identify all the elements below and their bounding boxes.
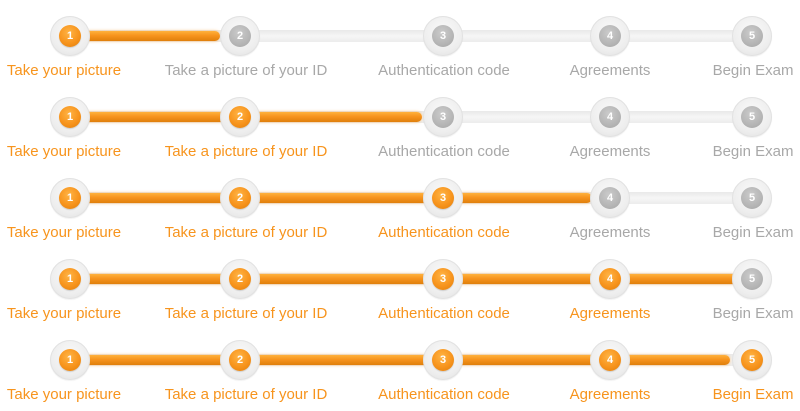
- step-4-label: Agreements: [569, 386, 651, 403]
- step-2-label: Take a picture of your ID: [164, 386, 328, 403]
- step-4-marker[interactable]: 4: [590, 340, 630, 380]
- step-5-marker[interactable]: 5: [732, 16, 772, 56]
- step-3-marker[interactable]: 3: [423, 340, 463, 380]
- step-1-label: Take your picture: [6, 386, 122, 403]
- step-number: 4: [599, 106, 621, 128]
- step-5-label: Begin Exam: [712, 386, 794, 403]
- step-number: 5: [741, 349, 763, 371]
- step-1-label: Take your picture: [6, 62, 122, 79]
- progress-fill: [70, 274, 738, 284]
- step-5-label: Begin Exam: [712, 305, 794, 322]
- step-2-label: Take a picture of your ID: [164, 143, 328, 160]
- step-number: 4: [599, 349, 621, 371]
- step-4-marker[interactable]: 4: [590, 259, 630, 299]
- step-5-label: Begin Exam: [712, 143, 794, 160]
- step-4-label: Agreements: [569, 143, 651, 160]
- step-5-marker[interactable]: 5: [732, 340, 772, 380]
- step-2-marker[interactable]: 2: [220, 16, 260, 56]
- step-5-marker[interactable]: 5: [732, 259, 772, 299]
- step-1-marker[interactable]: 1: [50, 97, 90, 137]
- step-3-marker[interactable]: 3: [423, 97, 463, 137]
- step-5-marker[interactable]: 5: [732, 178, 772, 218]
- step-4-label: Agreements: [569, 305, 651, 322]
- step-number: 4: [599, 25, 621, 47]
- step-3-label: Authentication code: [378, 386, 510, 403]
- step-3-marker[interactable]: 3: [423, 178, 463, 218]
- step-1-label: Take your picture: [6, 305, 122, 322]
- step-4-marker[interactable]: 4: [590, 16, 630, 56]
- step-number: 2: [229, 25, 251, 47]
- step-3-label: Authentication code: [378, 305, 510, 322]
- step-2-label: Take a picture of your ID: [164, 305, 328, 322]
- step-5-label: Begin Exam: [712, 62, 794, 79]
- step-number: 1: [59, 25, 81, 47]
- step-3-marker[interactable]: 3: [423, 259, 463, 299]
- progress-fill: [70, 31, 220, 41]
- step-number: 4: [599, 268, 621, 290]
- step-1-label: Take your picture: [6, 224, 122, 241]
- step-3-label: Authentication code: [378, 224, 510, 241]
- step-4-label: Agreements: [569, 224, 651, 241]
- step-4-marker[interactable]: 4: [590, 97, 630, 137]
- step-3-marker[interactable]: 3: [423, 16, 463, 56]
- step-2-marker[interactable]: 2: [220, 340, 260, 380]
- step-number: 1: [59, 106, 81, 128]
- step-2-label: Take a picture of your ID: [164, 224, 328, 241]
- step-1-marker[interactable]: 1: [50, 259, 90, 299]
- step-2-marker[interactable]: 2: [220, 259, 260, 299]
- step-2-label: Take a picture of your ID: [164, 62, 328, 79]
- progress-fill: [70, 355, 730, 365]
- step-5-label: Begin Exam: [712, 224, 794, 241]
- step-number: 2: [229, 349, 251, 371]
- step-number: 3: [432, 187, 454, 209]
- step-5-marker[interactable]: 5: [732, 97, 772, 137]
- progress-fill: [70, 193, 592, 203]
- step-number: 3: [432, 106, 454, 128]
- step-3-label: Authentication code: [378, 143, 510, 160]
- step-number: 5: [741, 106, 763, 128]
- step-2-marker[interactable]: 2: [220, 178, 260, 218]
- step-1-marker[interactable]: 1: [50, 178, 90, 218]
- step-1-marker[interactable]: 1: [50, 340, 90, 380]
- step-number: 3: [432, 25, 454, 47]
- step-4-marker[interactable]: 4: [590, 178, 630, 218]
- step-1-label: Take your picture: [6, 143, 122, 160]
- step-number: 5: [741, 187, 763, 209]
- step-3-label: Authentication code: [378, 62, 510, 79]
- step-number: 3: [432, 349, 454, 371]
- step-number: 1: [59, 268, 81, 290]
- step-2-marker[interactable]: 2: [220, 97, 260, 137]
- step-1-marker[interactable]: 1: [50, 16, 90, 56]
- step-number: 1: [59, 349, 81, 371]
- step-number: 3: [432, 268, 454, 290]
- step-number: 2: [229, 268, 251, 290]
- step-4-label: Agreements: [569, 62, 651, 79]
- step-number: 4: [599, 187, 621, 209]
- step-number: 5: [741, 25, 763, 47]
- step-number: 5: [741, 268, 763, 290]
- step-number: 1: [59, 187, 81, 209]
- step-number: 2: [229, 106, 251, 128]
- step-number: 2: [229, 187, 251, 209]
